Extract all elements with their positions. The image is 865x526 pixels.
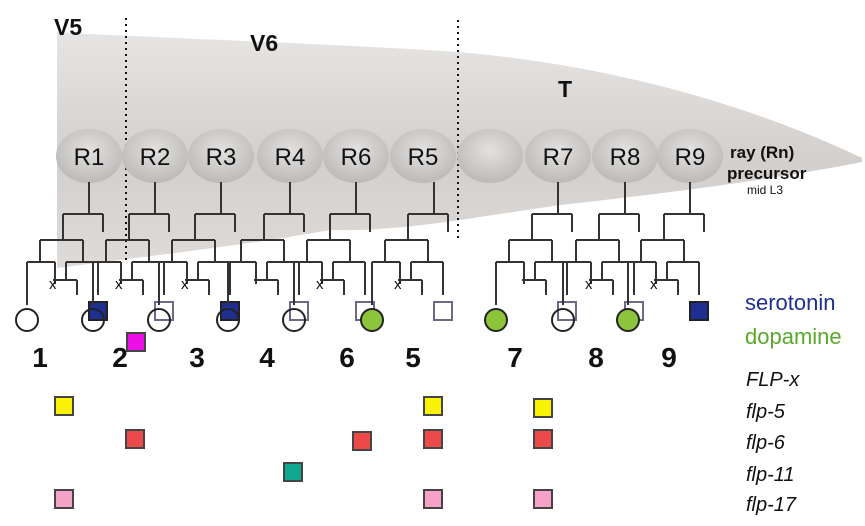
expression-square-flp-17-ray-1 [54,489,74,509]
expression-square-flp-5-ray-1 [54,396,74,416]
lineage-tree-r2: x [81,182,174,332]
lineage-tree-r4 [216,182,309,332]
expression-square-flp-5-ray-7 [533,398,553,418]
expression-square-flp-11-ray-4 [283,462,303,482]
ray-number-3: 3 [189,342,205,373]
square-cell-r9 [689,301,709,321]
gene-label-flp-5: flp-5 [746,401,786,423]
precursor-label-r7: R7 [543,144,574,171]
cell-death-mark: x [394,276,402,293]
ray-annotation-line1: ray (Rn) [730,143,794,162]
precursor-label-r6: R6 [341,144,372,171]
circle-cell-r1 [15,308,39,332]
precursor-r6 [323,129,389,183]
region-label-v5: V5 [54,14,82,40]
ray-annotation-line3: mid L3 [747,183,783,197]
lineage-tree-r3: x [147,182,240,332]
ray-annotation-line2: precursor [727,164,807,183]
legend-dopamine: dopamine [745,324,842,349]
lineage-tree-r9: x [616,182,709,332]
square-cell-r2 [154,301,174,321]
circle-cell-r4 [216,308,240,332]
precursor-label-r9: R9 [675,144,706,171]
ray-number-6: 6 [339,342,355,373]
precursor-label-r4: R4 [275,144,306,171]
cell-death-mark: x [49,276,57,293]
circle-cell-r2 [81,308,105,332]
ray-number-2: 2 [112,342,128,373]
square-cell-r5 [433,301,453,321]
precursor-label-r3: R3 [206,144,237,171]
circle-cell-r3 [147,308,171,332]
precursor-r4 [257,129,323,183]
region-label-v6: V6 [250,30,278,56]
precursor-r5 [390,129,456,183]
ray-number-5: 5 [405,342,421,373]
expression-square-flp-6-ray-2 [125,429,145,449]
ray-numbers: 1 2 3 4 6 5 7 8 9 [32,342,677,373]
expression-square-flp-17-ray-5 [423,489,443,509]
expression-square-flp-x-ray-2 [126,332,146,352]
gene-label-flp-17: flp-17 [746,494,797,516]
precursor-r7 [525,129,591,183]
lineage-tree-r5: x [360,182,453,332]
gene-label-flp-6: flp-6 [746,432,786,454]
precursor-r2 [122,129,188,183]
square-cell-r3 [220,301,240,321]
region-label-t: T [558,76,572,102]
precursor-r9 [657,129,723,183]
legend-serotonin: serotonin [745,290,836,315]
gene-label-flp-x: FLP-x [746,369,800,391]
cell-death-mark: x [181,276,189,293]
ray-number-8: 8 [588,342,604,373]
expression-square-flp-6-ray-6 [352,431,372,451]
circle-cell-r5 [360,308,384,332]
circle-cell-r7 [484,308,508,332]
precursor-r1 [56,129,122,183]
precursor-label-r1: R1 [74,144,105,171]
expression-square-flp-6-ray-5 [423,429,443,449]
gene-label-flp-11: flp-11 [746,464,795,486]
expression-square-flp-6-ray-7 [533,429,553,449]
precursor-row: R1 R2 R3 R4 R6 R5 R7 R8 R9 [56,129,723,183]
lineage-tree-r7 [484,182,577,332]
circle-cell-r8 [551,308,575,332]
square-cell-r4 [289,301,309,321]
lineage-tree-r8: x [551,182,644,332]
precursor-label-r8: R8 [610,144,641,171]
precursor-label-r2: R2 [140,144,171,171]
cell-death-mark: x [316,276,324,293]
ray-number-4: 4 [259,342,275,373]
precursor-unlabeled [457,129,523,183]
circle-cell-r9 [616,308,640,332]
precursor-label-r5: R5 [408,144,439,171]
expression-square-flp-17-ray-7 [533,489,553,509]
ray-number-9: 9 [661,342,677,373]
expression-square-flp-5-ray-5 [423,396,443,416]
circle-cell-r6 [282,308,306,332]
precursor-r3 [188,129,254,183]
precursor-r8 [592,129,658,183]
ray-number-7: 7 [507,342,523,373]
cell-death-mark: x [650,276,658,293]
cell-death-mark: x [115,276,123,293]
expression-matrix [54,332,553,509]
ray-number-1: 1 [32,342,48,373]
cell-death-mark: x [585,276,593,293]
